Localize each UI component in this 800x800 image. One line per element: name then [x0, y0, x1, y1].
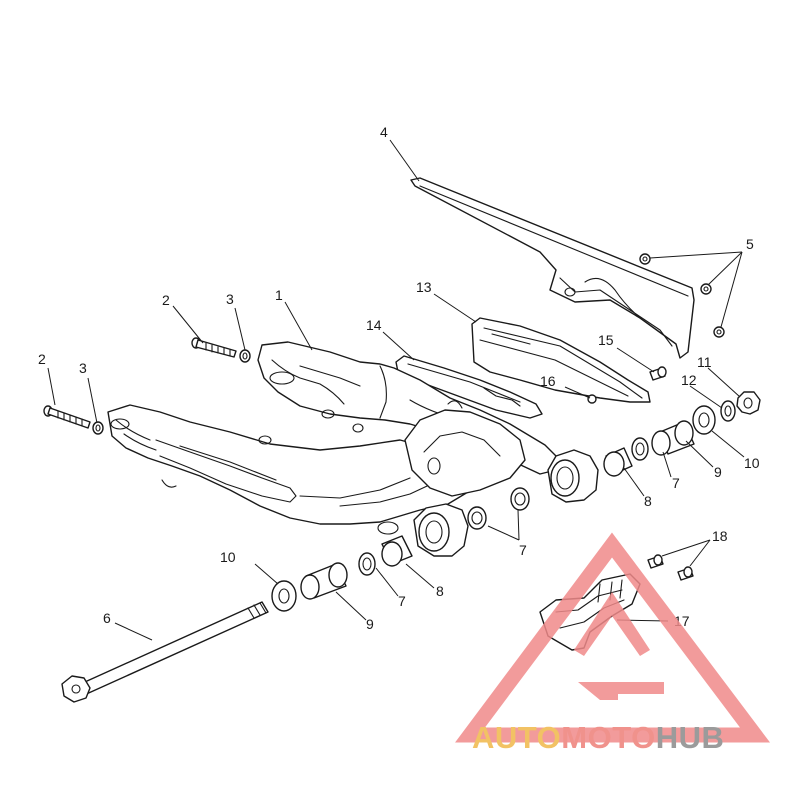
bolt-part-2-upper: [191, 337, 237, 358]
screw-part-15: [649, 366, 667, 381]
callout-11: 11: [697, 354, 712, 370]
bearing-part-8-right: [603, 447, 633, 477]
bolt-part-2-lower: [43, 405, 91, 429]
screw-part-18-b: [677, 566, 694, 581]
callout-9-left: 9: [366, 616, 374, 632]
screw-part-18-a: [647, 554, 664, 569]
chain-guard-part-4: [410, 177, 695, 359]
nut-part-11: [736, 391, 761, 415]
callout-12: 12: [681, 372, 697, 388]
callout-10-left: 10: [220, 549, 236, 565]
leader-lines: [47, 139, 745, 641]
swingarm-part-1: [107, 341, 561, 535]
seal-part-7-left-a: [467, 506, 487, 530]
screw-part-5-a: [639, 253, 651, 265]
spindle-part-6: [61, 601, 269, 703]
callout-14: 14: [366, 317, 382, 333]
callout-13: 13: [416, 279, 432, 295]
nut-part-16: [587, 394, 597, 404]
callout-8-left: 8: [436, 583, 444, 599]
washer-part-12: [720, 400, 736, 422]
watermark-auto: AUTO: [472, 720, 561, 755]
callout-18: 18: [712, 528, 728, 544]
callout-2-upper: 2: [162, 292, 170, 308]
seal-part-7-left-b: [358, 552, 376, 576]
bearing-part-8-left: [381, 535, 413, 567]
callout-8-right: 8: [644, 493, 652, 509]
callout-3-lower: 3: [79, 360, 87, 376]
watermark-hub: HUB: [656, 720, 725, 755]
callout-2-lower: 2: [38, 351, 46, 367]
automotohub-watermark: AUTOMOTOHUB: [455, 532, 771, 755]
sleeve-part-9-right: [651, 420, 695, 456]
callout-9-right: 9: [714, 464, 722, 480]
pivot-boss-left: [413, 503, 469, 557]
callout-numbers: 1 2 3 2 3 4 5 6 13 14 15 16 11 12 10 9 7…: [38, 124, 760, 632]
washer-part-10-left: [271, 580, 297, 612]
callout-7-left: 7: [398, 593, 406, 609]
nut-part-3-upper: [239, 349, 251, 363]
callout-10-right: 10: [744, 455, 760, 471]
callout-15: 15: [598, 332, 614, 348]
callout-5: 5: [746, 236, 754, 252]
callout-4: 4: [380, 124, 388, 140]
callout-3-upper: 3: [226, 291, 234, 307]
sleeve-part-9-left: [300, 562, 348, 600]
washer-part-10-right: [692, 405, 716, 435]
seal-part-7-right-b: [510, 487, 530, 511]
chain-slider-part-14: [395, 355, 543, 419]
nut-part-3-lower: [92, 421, 104, 435]
callout-16: 16: [540, 373, 556, 389]
chain-slider-part-13: [471, 317, 651, 403]
screw-part-5-c: [713, 326, 725, 338]
callout-1: 1: [275, 287, 283, 303]
callout-7-right-b: 7: [519, 542, 527, 558]
pivot-boss-right: [547, 449, 599, 503]
watermark-triangle-icon: [455, 532, 771, 743]
callout-6: 6: [103, 610, 111, 626]
watermark-moto: MOTO: [561, 720, 655, 755]
svg-text:AUTOMOTOHUB: AUTOMOTOHUB: [472, 720, 724, 755]
callout-7-right-a: 7: [672, 475, 680, 491]
screw-part-5-b: [700, 283, 712, 295]
seal-part-7-right-a: [631, 437, 649, 461]
